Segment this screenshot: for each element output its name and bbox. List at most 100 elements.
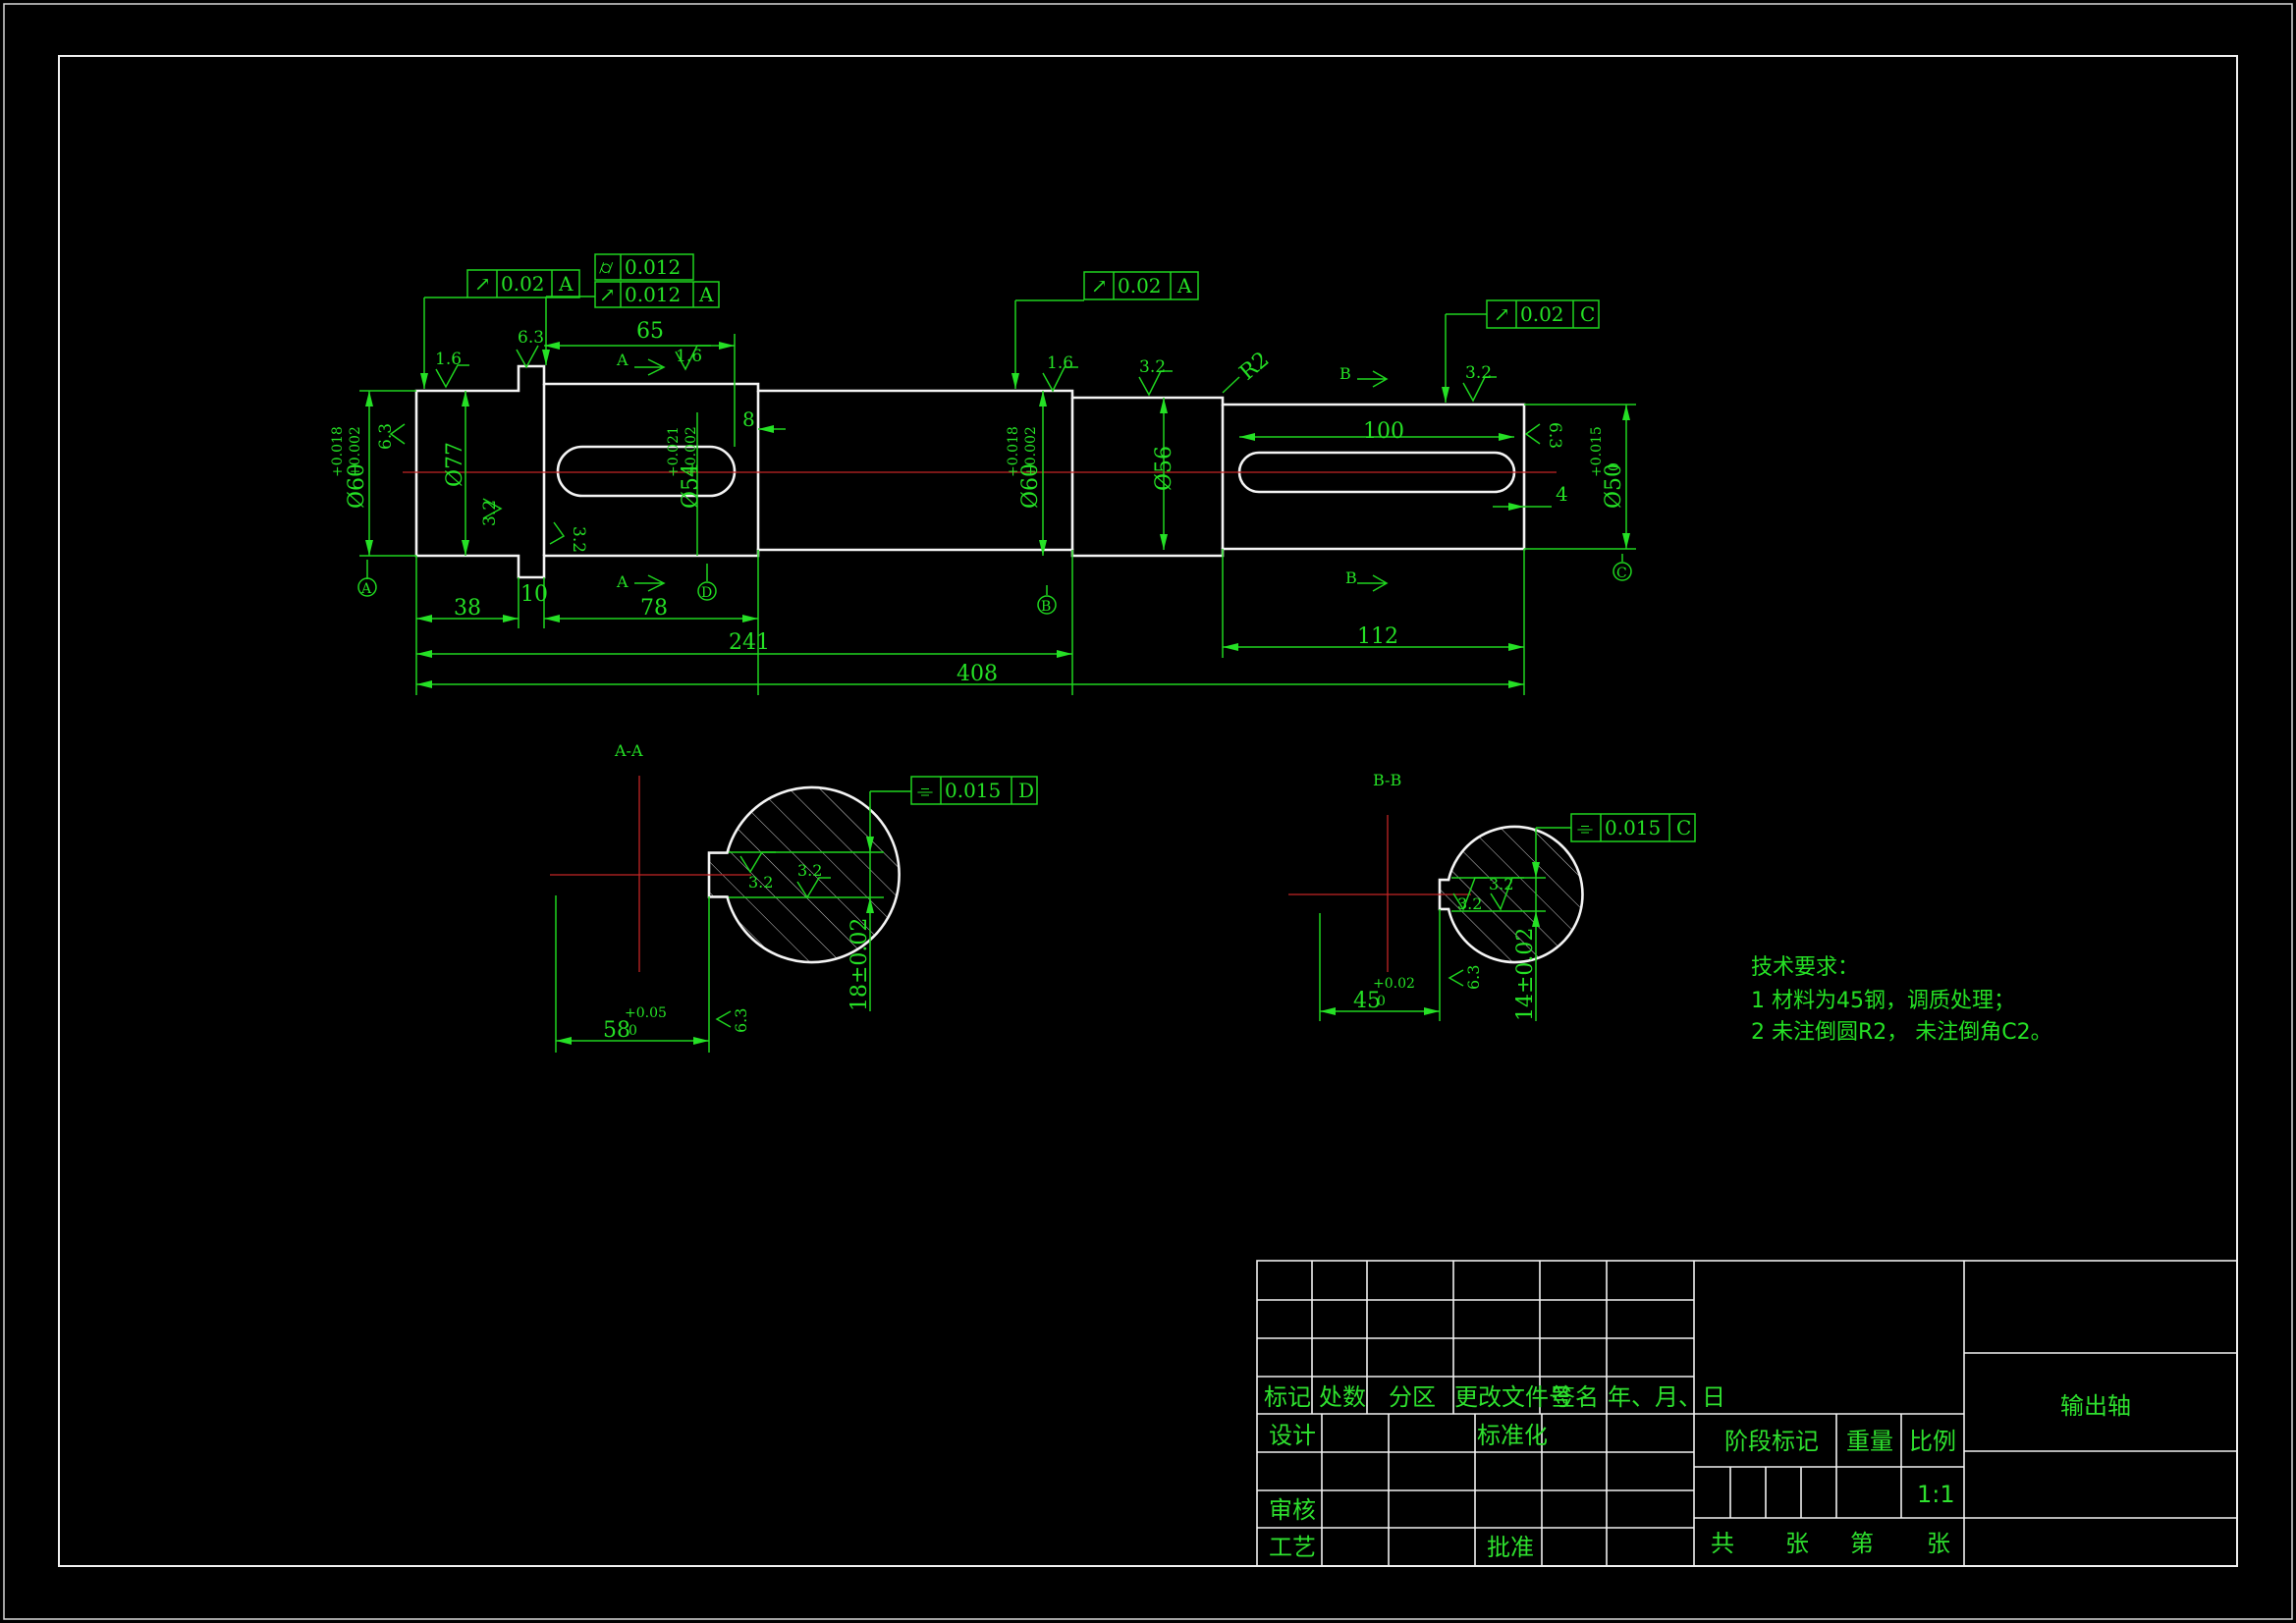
svg-text:+0.002: +0.002 (683, 426, 699, 477)
svg-text:0.02: 0.02 (1520, 302, 1564, 326)
fcf-5: ↗ 0.02 C (1486, 299, 1600, 329)
svg-text:张: 张 (1927, 1530, 1950, 1557)
svg-text:处数: 处数 (1319, 1383, 1366, 1411)
svg-text:第: 第 (1850, 1530, 1874, 1557)
svg-text:6.3: 6.3 (1545, 422, 1564, 449)
svg-text:↗: ↗ (1091, 274, 1108, 298)
keyway-left (556, 445, 737, 498)
svg-text:58: 58 (603, 1018, 630, 1043)
svg-text:B: B (1041, 599, 1051, 615)
svg-text:6.3: 6.3 (376, 423, 396, 450)
svg-text:0.02: 0.02 (501, 272, 545, 296)
svg-text:+0.015: +0.015 (1589, 426, 1605, 477)
svg-text:+0.021: +0.021 (666, 426, 682, 477)
svg-text:A: A (698, 283, 714, 306)
svg-text:B-B: B-B (1373, 771, 1401, 789)
svg-text:A: A (1176, 274, 1192, 298)
svg-text:A: A (616, 572, 629, 591)
svg-text:6.3: 6.3 (732, 1008, 750, 1033)
technical-requirements: 技术要求： 1 材料为45钢，调质处理； 2 未注倒圆R2， 未注倒角C2。 (1751, 955, 2052, 1045)
svg-text:标记: 标记 (1264, 1383, 1311, 1411)
svg-text:0.012: 0.012 (625, 283, 681, 306)
svg-text:↗: ↗ (474, 272, 491, 296)
svg-text:Ø56: Ø56 (1152, 446, 1176, 491)
svg-text:14±0.02: 14±0.02 (1513, 928, 1538, 1021)
svg-text:1:1: 1:1 (1917, 1481, 1955, 1508)
svg-text:3.2: 3.2 (1139, 357, 1166, 377)
svg-text:45: 45 (1353, 989, 1381, 1013)
svg-text:+0.05: +0.05 (625, 1005, 667, 1021)
svg-text:3.2: 3.2 (480, 500, 500, 526)
svg-text:3.2: 3.2 (569, 526, 588, 553)
svg-text:Ø54: Ø54 (679, 463, 703, 509)
svg-text:0.012: 0.012 (625, 255, 681, 279)
svg-text:6.3: 6.3 (518, 328, 544, 348)
svg-text:78: 78 (640, 596, 668, 621)
svg-text:重量: 重量 (1846, 1428, 1893, 1455)
section-bb-shape (1438, 825, 1584, 964)
svg-text:设计: 设计 (1269, 1422, 1316, 1449)
svg-text:0: 0 (629, 1023, 637, 1039)
svg-text:1.6: 1.6 (1047, 353, 1073, 373)
svg-text:↗: ↗ (599, 283, 616, 306)
svg-text:1.6: 1.6 (435, 350, 462, 369)
section-aa-shape (707, 785, 901, 964)
fcf-3: ↗ 0.012 A (594, 281, 720, 308)
svg-text:1 材料为45钢，调质处理；: 1 材料为45钢，调质处理； (1751, 989, 2015, 1013)
svg-text:D: D (701, 585, 712, 601)
svg-text:+0.02: +0.02 (1373, 976, 1415, 992)
svg-text:0: 0 (1377, 994, 1386, 1009)
svg-text:张: 张 (1785, 1530, 1809, 1557)
svg-text:3.2: 3.2 (1465, 363, 1492, 383)
svg-text:共: 共 (1711, 1530, 1734, 1557)
svg-text:D: D (1018, 779, 1034, 802)
svg-text:工艺: 工艺 (1269, 1534, 1316, 1561)
svg-text:1.6: 1.6 (676, 347, 702, 366)
svg-text:分区: 分区 (1389, 1383, 1436, 1411)
svg-text:0.015: 0.015 (1605, 816, 1661, 839)
svg-text:⌯: ⌯ (1577, 816, 1593, 839)
svg-text:3.2: 3.2 (748, 873, 773, 892)
svg-text:批准: 批准 (1487, 1534, 1534, 1561)
outer-border (3, 3, 2293, 1620)
fcf-1: ↗ 0.02 A (466, 269, 580, 298)
svg-text:3.2: 3.2 (1489, 875, 1513, 893)
svg-text:审核: 审核 (1269, 1496, 1316, 1524)
svg-text:比例: 比例 (1909, 1428, 1956, 1455)
svg-text:+0.018: +0.018 (1006, 426, 1021, 477)
svg-text:⌯: ⌯ (917, 779, 933, 802)
svg-text:0: 0 (1607, 462, 1622, 471)
svg-text:标准化: 标准化 (1477, 1422, 1548, 1449)
fcf-2: ⌭ 0.012 (594, 253, 694, 281)
svg-text:阶段标记: 阶段标记 (1724, 1428, 1819, 1455)
svg-text:18±0.02: 18±0.02 (847, 918, 872, 1011)
svg-text:年、月、日: 年、月、日 (1608, 1383, 1725, 1411)
svg-text:B: B (1339, 364, 1351, 383)
svg-text:241: 241 (729, 630, 770, 655)
svg-text:Ø50: Ø50 (1602, 463, 1626, 509)
svg-text:C: C (1580, 302, 1595, 326)
svg-text:签名: 签名 (1552, 1383, 1599, 1411)
svg-text:8: 8 (742, 407, 755, 431)
svg-text:2 未注倒圆R2， 未注倒角C2。: 2 未注倒圆R2， 未注倒角C2。 (1751, 1020, 2052, 1045)
svg-text:Ø60: Ø60 (345, 463, 369, 509)
svg-text:⌭: ⌭ (599, 255, 614, 279)
svg-text:112: 112 (1357, 624, 1398, 649)
svg-text:0.02: 0.02 (1118, 274, 1162, 298)
svg-text:Ø77: Ø77 (443, 442, 467, 487)
svg-text:A: A (616, 351, 629, 369)
svg-text:+0.002: +0.002 (348, 426, 363, 477)
svg-text:408: 408 (957, 662, 998, 686)
svg-text:0.015: 0.015 (945, 779, 1001, 802)
svg-text:技术要求：: 技术要求： (1751, 955, 1859, 980)
svg-text:3.2: 3.2 (797, 861, 822, 880)
fcf-4: ↗ 0.02 A (1083, 271, 1199, 300)
svg-text:Ø60: Ø60 (1018, 463, 1043, 509)
svg-text:B: B (1345, 568, 1357, 587)
svg-text:+0.018: +0.018 (330, 426, 346, 477)
svg-text:C: C (1676, 816, 1691, 839)
svg-text:R2: R2 (1235, 348, 1274, 386)
svg-text:+0.002: +0.002 (1023, 426, 1039, 477)
svg-text:10: 10 (520, 582, 548, 607)
